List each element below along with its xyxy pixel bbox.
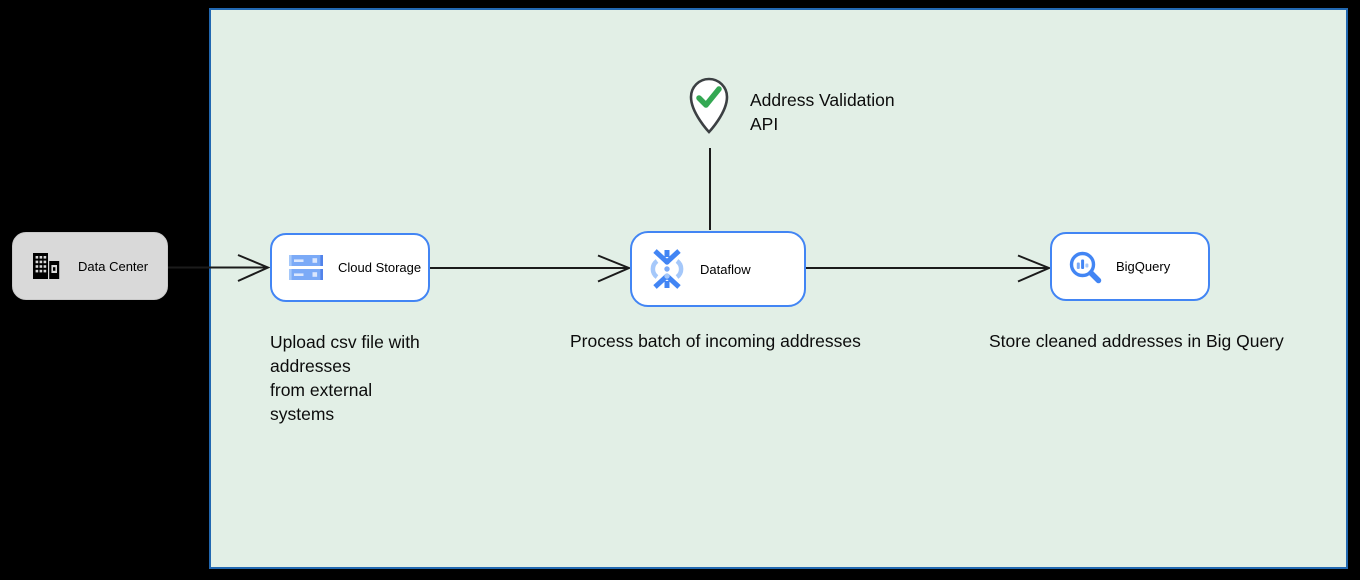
bigquery-caption: Store cleaned addresses in Big Query (989, 331, 1284, 351)
bigquery-icon (1067, 249, 1103, 285)
map-pin-check-icon (689, 77, 729, 134)
node-data-center[interactable]: Data Center (12, 232, 168, 300)
node-label: Dataflow (700, 261, 751, 277)
node-cloud-storage[interactable]: Cloud Storage (270, 233, 430, 302)
node-label: Data Center (78, 258, 149, 274)
node-label: BigQuery (1116, 259, 1171, 274)
address-validation-api-label: Address Validation API (750, 90, 895, 134)
dataflow-icon (648, 248, 686, 290)
building-icon (30, 250, 62, 282)
cloud-storage-caption: Upload csv file with addresses from exte… (270, 332, 420, 424)
node-dataflow[interactable]: Dataflow (630, 231, 806, 307)
cloud-storage-icon (288, 253, 324, 283)
dataflow-caption: Process batch of incoming addresses (570, 331, 861, 351)
node-bigquery[interactable]: BigQuery (1050, 232, 1210, 301)
node-label: Cloud Storage (338, 260, 422, 275)
